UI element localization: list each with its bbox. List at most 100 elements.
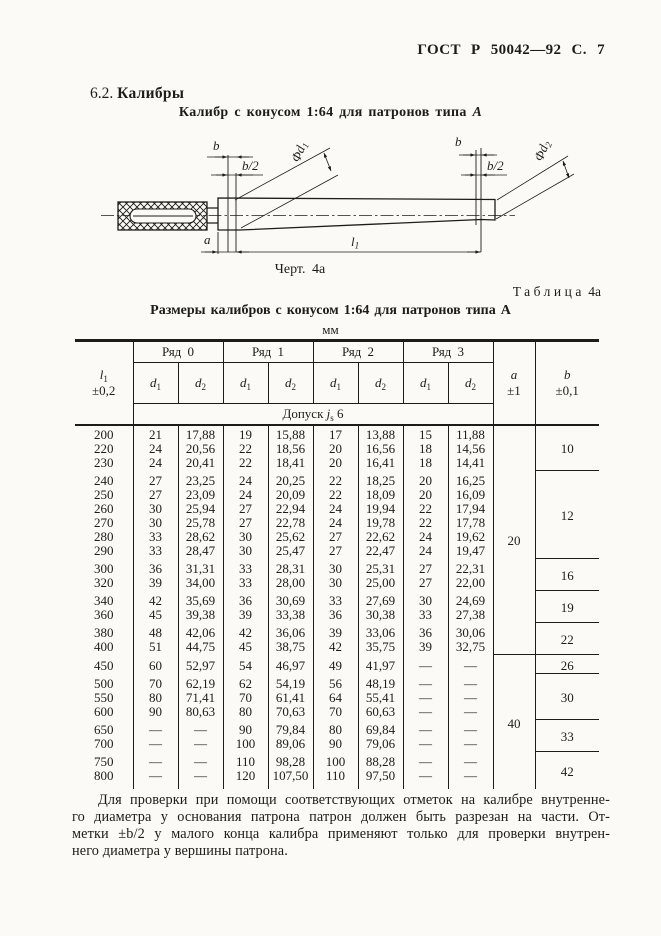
table-label: Таблица 4а [512, 284, 601, 299]
length-cell: 380 [75, 622, 134, 640]
d1-cell: 49 [312, 654, 359, 673]
note-line: метки ±b/2 у малого конца калибра примен… [72, 825, 610, 842]
d1-cell: 36 [222, 590, 269, 608]
d1-cell: — [132, 769, 179, 789]
b-cell: 30 [534, 673, 599, 720]
d1-cell: 70 [312, 705, 359, 719]
figure-caption: Черт. 4а [274, 262, 326, 277]
length-cell: 220 [75, 442, 134, 456]
d2-cell: — [177, 737, 224, 751]
section-title: 6.2. Калибры [90, 85, 184, 103]
length-cell: 500 [75, 673, 134, 691]
d2-cell: 61,41 [267, 691, 314, 705]
d2-cell: 16,56 [357, 442, 404, 456]
d1-cell: 90 [222, 719, 269, 737]
d1-cell: 33 [132, 530, 179, 544]
d2-cell: 34,00 [177, 576, 224, 590]
d1-cell: — [132, 737, 179, 751]
d2-cell: 22,62 [357, 530, 404, 544]
d1-cell: 22 [222, 442, 269, 456]
length-cell: 800 [75, 769, 134, 789]
d2-cell: — [447, 719, 494, 737]
d1-cell: 24 [402, 544, 449, 558]
d1-cell: 80 [312, 719, 359, 737]
d1-cell: 30 [222, 530, 269, 544]
length-cell: 200 [75, 425, 134, 442]
d2-cell: 28,47 [177, 544, 224, 558]
d2-cell: — [447, 691, 494, 705]
b-cell: 42 [534, 751, 599, 789]
length-cell: 750 [75, 751, 134, 769]
header-d2: d2 [177, 362, 224, 404]
length-cell: 320 [75, 576, 134, 590]
d1-cell: — [402, 751, 449, 769]
d1-cell: — [132, 751, 179, 769]
length-cell: 360 [75, 608, 134, 622]
d1-cell: 90 [312, 737, 359, 751]
d1-cell: 33 [222, 576, 269, 590]
length-cell: 600 [75, 705, 134, 719]
d2-cell: 97,50 [357, 769, 404, 789]
d1-cell: 27 [132, 488, 179, 502]
d2-cell: 71,41 [177, 691, 224, 705]
length-cell: 300 [75, 558, 134, 576]
dim-label-phi-d1: Φd1 [288, 139, 311, 165]
d1-cell: 54 [222, 654, 269, 673]
note-line: го диаметра у основания патрона патрон д… [72, 808, 610, 825]
header-d1: d1 [312, 362, 359, 404]
dim-label-bhalf-left: b/2 [242, 158, 259, 173]
d2-cell: 18,56 [267, 442, 314, 456]
a-cell: 40 [492, 654, 536, 789]
length-cell: 550 [75, 691, 134, 705]
d1-cell: 33 [132, 544, 179, 558]
d1-cell: 24 [402, 530, 449, 544]
length-cell: 650 [75, 719, 134, 737]
dim-label-b-right: b [455, 134, 462, 149]
length-cell: 230 [75, 456, 134, 470]
b-cell: 26 [534, 654, 599, 674]
b-cell: 10 [534, 425, 599, 471]
d1-cell: 18 [402, 456, 449, 470]
d1-cell: 27 [222, 502, 269, 516]
d2-cell: 22,94 [267, 502, 314, 516]
header-d2: d2 [357, 362, 404, 404]
d2-cell: 41,97 [357, 654, 404, 673]
d1-cell: — [402, 705, 449, 719]
d1-cell: 22 [402, 516, 449, 530]
d1-cell: 20 [312, 442, 359, 456]
length-cell: 450 [75, 654, 134, 673]
d2-cell: 24,69 [447, 590, 494, 608]
d2-cell: 17,88 [177, 425, 224, 442]
d1-cell: 80 [132, 691, 179, 705]
d2-cell: 32,75 [447, 640, 494, 654]
d1-cell: 110 [312, 769, 359, 789]
d1-cell: 30 [402, 590, 449, 608]
dim-label-a: a [204, 232, 211, 247]
d2-cell: 30,69 [267, 590, 314, 608]
d2-cell: 28,62 [177, 530, 224, 544]
length-cell: 250 [75, 488, 134, 502]
d1-cell: 80 [222, 705, 269, 719]
dim-label-b-left: b [213, 138, 220, 153]
header-d1: d1 [222, 362, 269, 404]
d1-cell: 42 [132, 590, 179, 608]
page-header-gost: ГОСТ Р 50042—92 С. 7 [417, 42, 605, 58]
header-series-0: Ряд 0 [132, 340, 224, 363]
d2-cell: 18,09 [357, 488, 404, 502]
d2-cell: 48,19 [357, 673, 404, 691]
d1-cell: 24 [222, 488, 269, 502]
d2-cell: — [447, 654, 494, 673]
d2-cell: 35,69 [177, 590, 224, 608]
d1-cell: 100 [222, 737, 269, 751]
d2-cell: 33,38 [267, 608, 314, 622]
